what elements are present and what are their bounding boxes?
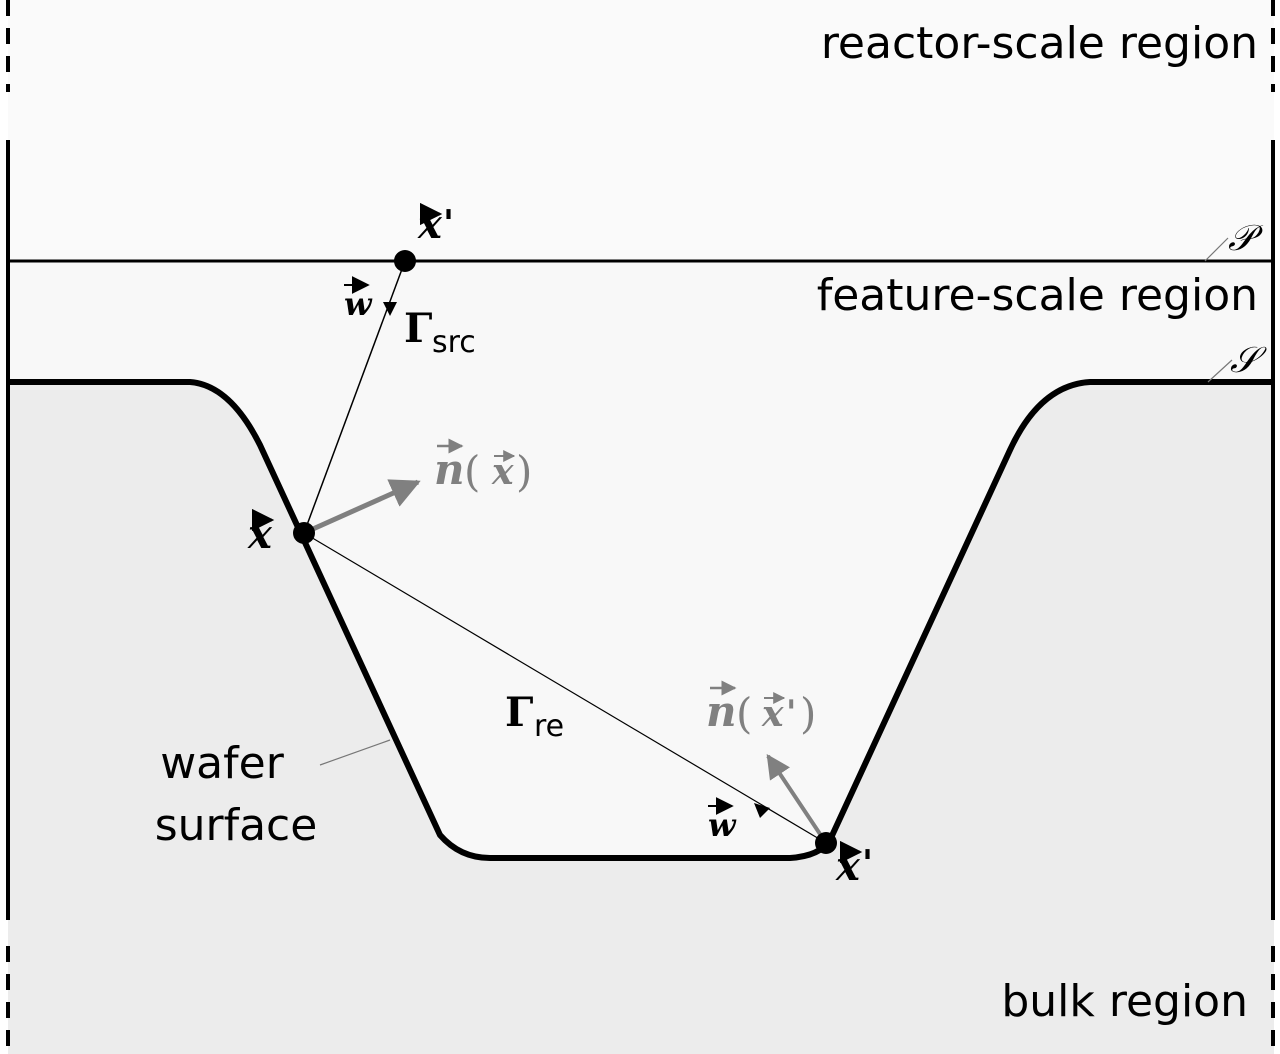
normal-arrow-x-prime [766, 754, 828, 845]
x-prime-top-letter: x [417, 201, 443, 248]
normal-x-prime-label: n ( x ' ) [706, 680, 816, 738]
reactor-region [8, 0, 1274, 262]
bulk-label: bulk region [1001, 976, 1248, 1027]
wafer-leader [319, 739, 391, 766]
n-xp-paren-open: ( [736, 689, 752, 738]
n-x-letter: n [434, 445, 465, 494]
x-prime-top-tick: ' [443, 203, 454, 245]
w-top-label: w [344, 276, 373, 323]
n-x-paren-open: ( [464, 447, 480, 496]
wafer-label-line2: surface [155, 800, 318, 851]
n-xp-paren-close: ) [800, 689, 816, 738]
gamma-src-label: Γ src [404, 305, 476, 360]
x-letter: x [247, 511, 273, 558]
n-x-inner-x: x [491, 451, 514, 493]
n-xp-letter: n [706, 687, 737, 736]
bulk-region [8, 382, 1274, 1054]
normal-arrow-x [302, 479, 421, 536]
n-xp-tick: ' [786, 693, 796, 733]
w-top-letter: w [344, 285, 373, 323]
n-xp-inner-x: x [761, 693, 784, 735]
w-bottom-letter: w [708, 806, 737, 844]
s-leader [1207, 359, 1233, 383]
point-x [293, 522, 315, 544]
gamma-re-ray [303, 532, 827, 844]
w-bottom-label: w [708, 797, 737, 844]
point-x-prime-surface [815, 832, 837, 854]
w-arrowhead-top [383, 302, 397, 316]
gamma-src-symbol: Γ [404, 305, 432, 352]
n-x-paren-close: ) [516, 447, 532, 496]
x-prime-top-label: x ' [417, 201, 454, 248]
reactor-label: reactor-scale region [821, 18, 1258, 69]
feature-label: feature-scale region [817, 270, 1258, 321]
gamma-re-symbol: Γ [505, 689, 533, 736]
normal-x-label: n ( x ) [434, 438, 532, 496]
p-leader [1204, 237, 1229, 262]
wafer-label-line1: wafer [160, 738, 285, 789]
x-prime-bottom-tick: ' [862, 843, 873, 885]
wafer-surface-line [8, 379, 1274, 861]
gamma-re-label: Γ re [505, 689, 564, 744]
point-x-prime-source [394, 250, 416, 272]
w-arrowhead-bottom [754, 803, 770, 818]
gamma-src-sub: src [432, 325, 476, 360]
x-prime-bottom-label: x ' [835, 840, 873, 890]
x-label: x [247, 508, 275, 558]
gamma-re-sub: re [534, 709, 564, 744]
x-prime-bottom-letter: x [835, 843, 861, 890]
